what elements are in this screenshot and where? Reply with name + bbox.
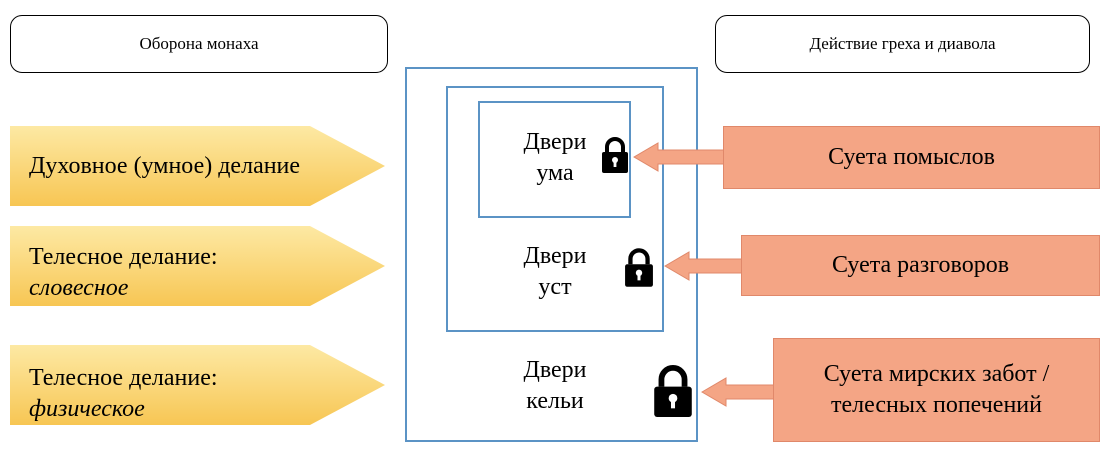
- defense-sublabel: физическое: [29, 396, 145, 422]
- threat-label: Суета разговоров: [831, 252, 1010, 278]
- defense-label: Духовное (умное) делание: [29, 153, 301, 179]
- defense-label: Телесное делание:: [29, 244, 218, 270]
- arrow-thoughts: [633, 142, 726, 172]
- threat-label: телесных попечений: [831, 392, 1042, 418]
- threat-box-conversations: Суета разговоров: [741, 235, 1100, 296]
- header-monk-defense-label: Оборона монаха: [139, 34, 259, 53]
- padlock-icon: [602, 137, 628, 173]
- arrow-worldly-cares: [701, 377, 776, 407]
- header-sin-action: Действие греха и диавола: [715, 15, 1090, 73]
- door-label-mind: Двери ума: [506, 127, 604, 189]
- padlock-icon: [625, 248, 653, 287]
- frame-mouth-door: [446, 86, 664, 332]
- door-label-line: кельи: [526, 388, 584, 414]
- door-label-mouth: Двери уст: [506, 241, 604, 303]
- defense-chevron-physical: Телесное делание: физическое: [10, 345, 385, 425]
- header-monk-defense: Оборона монаха: [10, 15, 388, 73]
- door-label-line: уст: [538, 274, 572, 300]
- defense-chevron-spiritual: Духовное (умное) делание: [10, 126, 385, 206]
- threat-box-thoughts: Суета помыслов: [723, 126, 1100, 189]
- door-label-line: Двери: [523, 357, 587, 383]
- defense-chevron-verbal: Телесное делание: словесное: [10, 226, 385, 306]
- threat-box-worldly-cares: Суета мирских забот / телесных попечений: [773, 338, 1100, 442]
- header-sin-action-label: Действие греха и диавола: [809, 34, 996, 53]
- defense-label: Телесное делание:: [29, 365, 218, 391]
- frame-cell-door: [405, 67, 698, 442]
- door-label-line: Двери: [523, 129, 587, 155]
- door-label-line: ума: [536, 160, 574, 186]
- frame-mind-door: [478, 101, 631, 218]
- threat-label: Суета помыслов: [828, 144, 995, 170]
- door-label-line: Двери: [523, 243, 587, 269]
- padlock-icon: [654, 365, 692, 417]
- arrow-conversations: [664, 251, 744, 281]
- defense-sublabel: словесное: [29, 275, 129, 301]
- door-label-cell: Двери кельи: [506, 355, 604, 417]
- threat-label: Суета мирских забот /: [823, 361, 1050, 387]
